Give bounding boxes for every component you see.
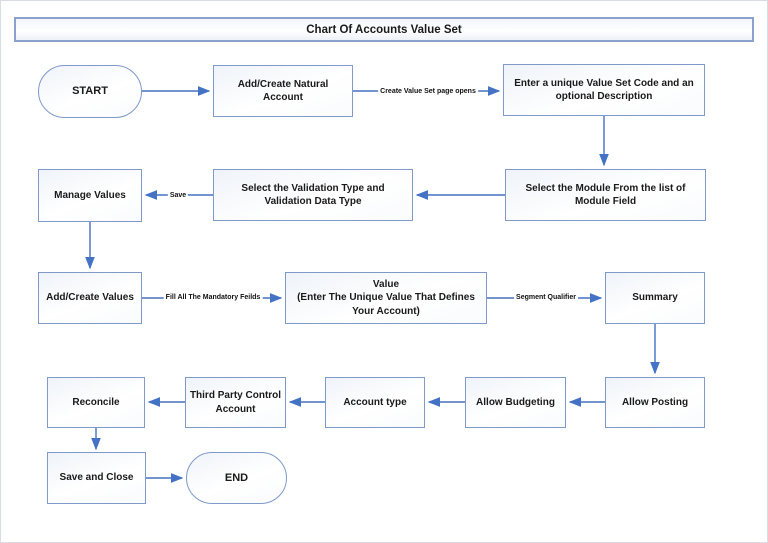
edge-label-segment-qualifier: Segment Qualifier (514, 294, 578, 302)
node-label: Allow Budgeting (476, 396, 555, 408)
node-save-and-close: Save and Close (47, 452, 146, 504)
node-label: Account type (343, 396, 407, 408)
node-value: Value (Enter The Unique Value That Defin… (285, 272, 487, 324)
node-account-type: Account type (325, 377, 425, 428)
node-add-create-values: Add/Create Values (38, 272, 142, 324)
node-label: Summary (632, 292, 678, 304)
node-manage-values: Manage Values (38, 169, 142, 222)
node-label: Select the Validation Type and Validatio… (241, 182, 385, 208)
node-select-module: Select the Module From the list of Modul… (505, 169, 706, 221)
node-label: Add/Create Natural Account (237, 78, 329, 104)
node-label: Manage Values (54, 189, 126, 201)
node-enter-value-set-code: Enter a unique Value Set Code and an opt… (503, 64, 705, 116)
node-label: Enter a unique Value Set Code and an opt… (514, 77, 694, 103)
edge-label-fill-all-mandatory-fields: Fill All The Mandatory Feilds (163, 294, 263, 302)
diagram-title: Chart Of Accounts Value Set (306, 23, 462, 36)
node-label: Allow Posting (621, 396, 689, 408)
diagram-title-bar: Chart Of Accounts Value Set (14, 17, 754, 42)
node-summary: Summary (605, 272, 705, 324)
node-label: Save and Close (59, 472, 134, 484)
node-end-label: END (224, 471, 249, 484)
edge-label-create-value-set-page-opens: Create Value Set page opens (378, 88, 478, 96)
node-add-create-natural-account: Add/Create Natural Account (213, 65, 353, 117)
node-label: Value (Enter The Unique Value That Defin… (297, 278, 475, 317)
node-end: END (186, 452, 287, 504)
node-reconcile: Reconcile (47, 377, 145, 428)
node-select-validation-type: Select the Validation Type and Validatio… (213, 169, 413, 221)
node-start-label: START (72, 85, 108, 98)
node-allow-posting: Allow Posting (605, 377, 705, 428)
node-allow-budgeting: Allow Budgeting (465, 377, 566, 428)
node-label: Select the Module From the list of Modul… (525, 182, 686, 208)
node-start: START (38, 65, 142, 118)
node-label: Third Party Control Account (189, 390, 282, 415)
node-label: Reconcile (72, 396, 120, 408)
node-label: Add/Create Values (46, 292, 134, 304)
node-third-party-control-account: Third Party Control Account (185, 377, 286, 428)
edge-label-save: Save (167, 192, 189, 200)
